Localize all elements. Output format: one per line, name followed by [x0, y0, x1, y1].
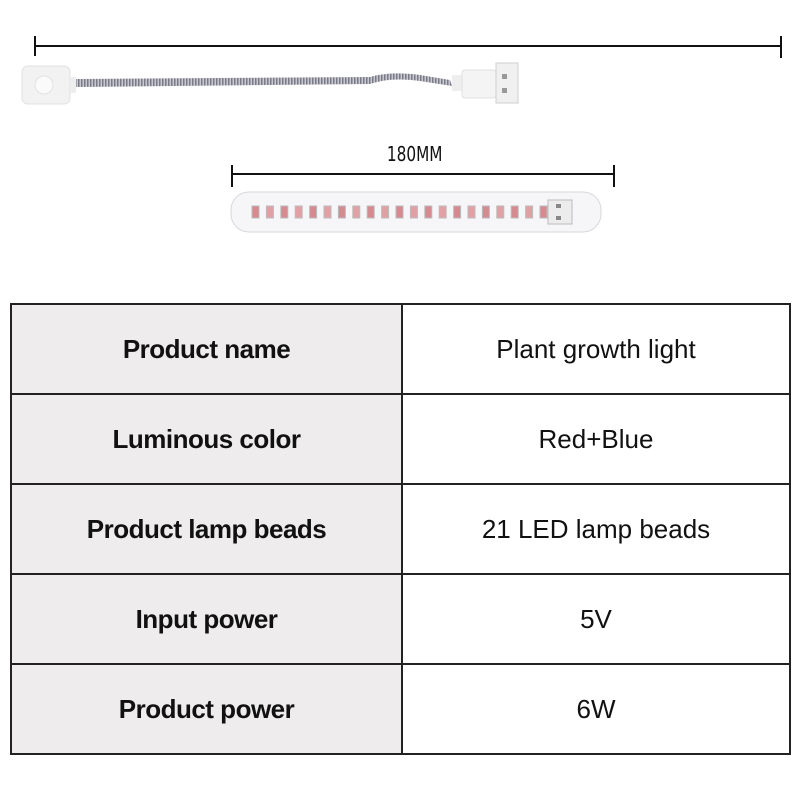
usb-gooseneck-cable-image [21, 62, 519, 105]
led-bead [280, 205, 289, 219]
led-bead [496, 205, 505, 219]
led-bead [309, 205, 318, 219]
led-bead [352, 205, 361, 219]
led-bead [265, 205, 274, 219]
led-bead [323, 205, 332, 219]
dimension-label: 180MM [386, 142, 443, 166]
led-bead [395, 205, 404, 219]
spec-label: Product power [10, 663, 403, 755]
spec-label: Product name [10, 303, 403, 395]
led-bead [467, 205, 476, 219]
spec-value: Red+Blue [401, 393, 791, 485]
spec-value: 5V [401, 573, 791, 665]
led-bead [409, 205, 418, 219]
spec-value: 21 LED lamp beads [401, 483, 791, 575]
led-bead [424, 205, 433, 219]
led-bead [539, 205, 548, 219]
spec-value: 6W [401, 663, 791, 755]
spec-value: Plant growth light [401, 303, 791, 395]
spec-label: Input power [10, 573, 403, 665]
led-bead [366, 205, 375, 219]
led-bead [251, 205, 260, 219]
led-bead [294, 205, 303, 219]
led-bead [453, 205, 462, 219]
led-bead [337, 205, 346, 219]
led-bead [481, 205, 490, 219]
spec-label: Product lamp beads [10, 483, 403, 575]
led-grow-light-strip-image [230, 191, 602, 233]
spec-label: Luminous color [10, 393, 403, 485]
led-bead [525, 205, 534, 219]
led-bead [438, 205, 447, 219]
led-bead [381, 205, 390, 219]
led-bead [510, 205, 519, 219]
